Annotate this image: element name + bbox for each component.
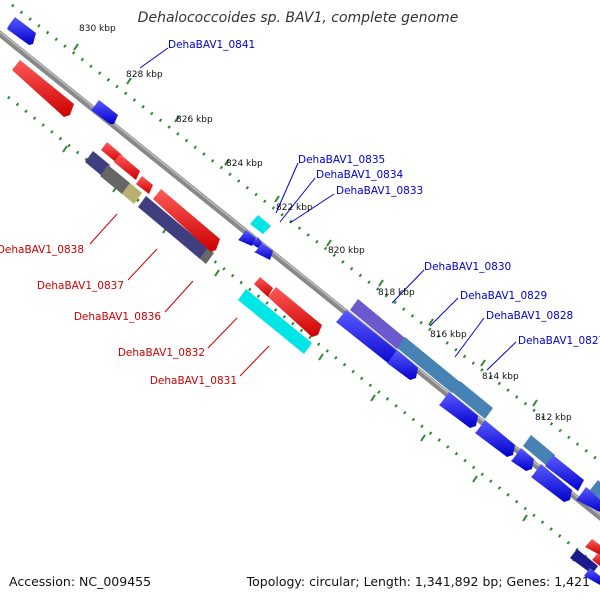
tick-label: 826 kbp: [176, 115, 213, 125]
forward-genes: [7, 17, 600, 585]
tick-label: 818 kbp: [378, 288, 415, 298]
map-title: Dehalococcoides sp. BAV1, complete genom…: [138, 10, 459, 26]
gene-label-0837: DehaBAV1_0837: [37, 280, 124, 292]
gene-label-0830: DehaBAV1_0830: [424, 261, 511, 273]
outer-tick-marks: [73, 43, 538, 407]
gene-label-0841: DehaBAV1_0841: [168, 39, 255, 51]
gene-0836-block: [138, 196, 208, 259]
gene-0833: [254, 243, 273, 260]
gene-0835: [250, 215, 271, 234]
gene-label-0836: DehaBAV1_0836: [74, 311, 162, 323]
tick-label: 828 kbp: [126, 70, 163, 80]
gene-0837-block: [100, 165, 130, 194]
forward-gene-labels: DehaBAV1_0841 DehaBAV1_0835 DehaBAV1_083…: [168, 39, 600, 347]
gene-0831: [238, 289, 312, 354]
gene-rev-br2: [592, 553, 600, 566]
gene-rev-c: [136, 176, 153, 194]
gene-0827: [523, 435, 555, 466]
gene-fwd-a: [336, 310, 406, 371]
gene-rev-b: [114, 154, 140, 180]
reverse-gene-labels: DehaBAV1_0838 DehaBAV1_0837 DehaBAV1_083…: [0, 244, 237, 387]
gene-label-0838: DehaBAV1_0838: [0, 244, 84, 256]
tick-label: 830 kbp: [79, 24, 116, 34]
gene-rev-0832b: [268, 287, 322, 337]
gene-fwd-h: [576, 487, 600, 512]
tick-labels: 830 kbp 828 kbp 826 kbp 824 kbp 822 kbp …: [79, 24, 572, 423]
tick-label: 812 kbp: [535, 413, 572, 423]
gene-0834: [238, 230, 256, 246]
tick-label: 822 kbp: [276, 203, 313, 213]
gene-label-0828: DehaBAV1_0828: [486, 310, 573, 322]
gene-fwd-e: [511, 448, 534, 471]
gene-0840: [91, 100, 118, 124]
gene-fwd-g: [545, 455, 584, 491]
leader-lines-reverse: [89, 213, 270, 377]
gene-0828: [452, 381, 493, 419]
tick-label: 820 kbp: [328, 246, 365, 256]
gene-fwd-k: [584, 568, 600, 585]
leader-lines-forward: [139, 47, 517, 371]
gene-label-0834: DehaBAV1_0834: [316, 169, 404, 181]
gene-label-0833: DehaBAV1_0833: [336, 185, 423, 197]
gene-fwd-d: [475, 420, 515, 457]
genome-summary-text: Topology: circular; Length: 1,341,892 bp…: [246, 574, 590, 589]
gene-0841: [7, 17, 36, 45]
gene-fwd-c: [439, 392, 478, 428]
gene-fwd-j: [570, 549, 598, 574]
gene-olive: [122, 183, 142, 204]
tick-label: 814 kbp: [482, 372, 519, 382]
gene-label-0832: DehaBAV1_0832: [118, 347, 205, 359]
gene-grey-end: [200, 248, 214, 264]
gene-rev-br: [585, 539, 600, 555]
tick-label: 824 kbp: [226, 159, 263, 169]
gene-label-0829: DehaBAV1_0829: [460, 290, 547, 302]
accession-text: Accession: NC_009455: [9, 574, 151, 589]
tick-label: 816 kbp: [430, 330, 467, 340]
gene-fwd-i: [590, 480, 600, 500]
gene-0829: [397, 337, 460, 393]
gene-rev-long: [153, 189, 220, 252]
gene-0832: [254, 277, 273, 297]
gene-0834b: [252, 237, 262, 248]
gene-fwd-b: [387, 350, 418, 380]
gene-0838-block: [85, 151, 110, 176]
gene-fwd-f: [531, 464, 572, 502]
gene-0830: [350, 299, 405, 349]
gene-label-0827: DehaBAV1_0827: [518, 335, 600, 347]
reverse-genes: [12, 60, 600, 566]
gene-label-0835: DehaBAV1_0835: [298, 154, 385, 166]
gene-rev-top: [12, 60, 74, 117]
gene-label-0831: DehaBAV1_0831: [150, 375, 237, 387]
